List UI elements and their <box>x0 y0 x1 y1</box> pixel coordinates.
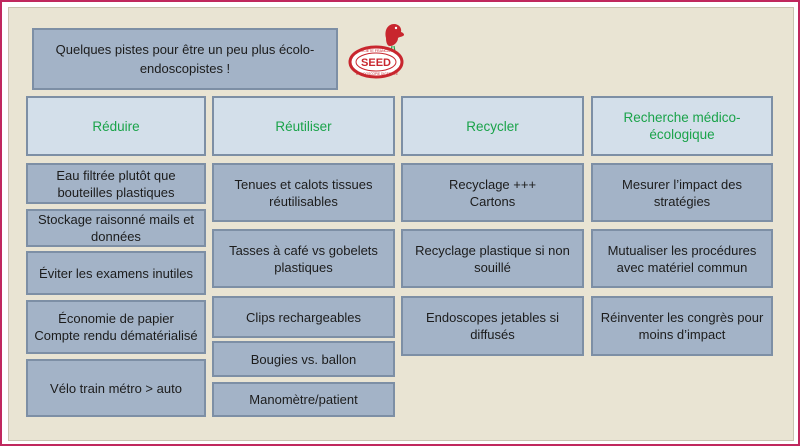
diagram-title: Quelques pistes pour être un peu plus éc… <box>32 28 338 90</box>
column-header-reutiliser: Réutiliser <box>212 96 395 156</box>
item-reduire-5: Vélo train métro > auto <box>26 359 206 417</box>
item-recherche-1: Mesurer l’impact des stratégies <box>591 163 773 222</box>
item-recherche-2: Mutualiser les procédures avec matériel … <box>591 229 773 288</box>
column-header-recycler: Recycler <box>401 96 584 156</box>
item-recycler-2: Recyclage plastique si non souillé <box>401 229 584 288</box>
item-recycler-1: Recyclage +++ Cartons <box>401 163 584 222</box>
item-reduire-3: Éviter les examens inutiles <box>26 251 206 295</box>
item-recycler-3: Endoscopes jetables si diffusés <box>401 296 584 356</box>
column-header-recherche: Recherche médico- écologique <box>591 96 773 156</box>
item-recherche-3: Réinventer les congrès pour moins d’impa… <box>591 296 773 356</box>
item-reduire-2: Stockage raisonné mails et données <box>26 209 206 247</box>
column-header-reduire: Réduire <box>26 96 206 156</box>
seed-logo: SOCIETE FRANCAISE SEED D'ENDOSCOPIE DIGE… <box>348 24 405 79</box>
item-reutiliser-3: Clips rechargeables <box>212 296 395 338</box>
logo-bottom-text: D'ENDOSCOPIE DIGESTIVE <box>356 72 398 76</box>
item-reutiliser-1: Tenues et calots tissues réutilisables <box>212 163 395 222</box>
item-reduire-1: Eau filtrée plutôt que bouteilles plasti… <box>26 163 206 204</box>
item-reutiliser-4: Bougies vs. ballon <box>212 341 395 377</box>
item-reutiliser-5: Manomètre/patient <box>212 382 395 417</box>
diagram-title-text: Quelques pistes pour être un peu plus éc… <box>55 42 315 76</box>
item-reutiliser-2: Tasses à café vs gobelets plastiques <box>212 229 395 288</box>
logo-text: SEED <box>361 57 391 69</box>
logo-top-text: SOCIETE FRANCAISE <box>358 49 396 53</box>
item-reduire-4: Économie de papier Compte rendu dématéri… <box>26 300 206 354</box>
